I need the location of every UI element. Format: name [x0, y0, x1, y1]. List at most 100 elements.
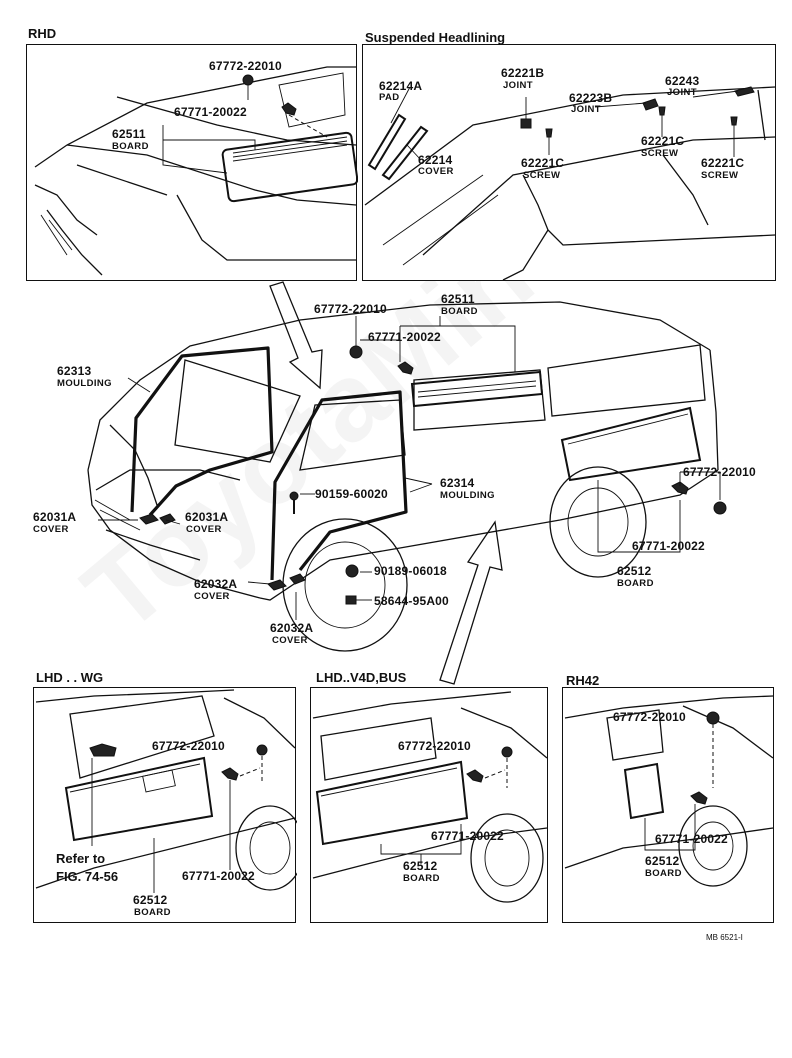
label-67772-22010: 67772-22010 — [683, 465, 756, 479]
clip-part — [713, 501, 727, 515]
rh42-illustration — [564, 695, 774, 887]
joint-part — [642, 98, 659, 111]
label-67771-20022: 67771-20022 — [431, 829, 504, 843]
label-62243: 62243 — [665, 74, 700, 88]
label-cover: COVER — [33, 524, 69, 535]
label-62214A: 62214A — [379, 79, 423, 93]
label-67771-20022: 67771-20022 — [174, 105, 247, 119]
clip-part — [466, 769, 484, 783]
rh42-title: RH42 — [566, 673, 600, 688]
joint-part — [734, 86, 755, 97]
label-board: BOARD — [441, 306, 478, 317]
arrow-to-lhd — [439, 520, 503, 685]
cover-part — [289, 573, 306, 585]
clip-part — [501, 746, 513, 758]
clip-part — [671, 481, 689, 495]
label-62511: 62511 — [112, 127, 146, 141]
lhd-wg-panel: 67772-22010 Refer to FIG. 74-56 67771-20… — [33, 687, 297, 923]
label-67772-22010: 67772-22010 — [209, 59, 282, 73]
rhd-illustration — [34, 66, 358, 276]
lhd-wg-illustration — [35, 689, 297, 893]
label-board: BOARD — [645, 868, 682, 879]
screw-part — [545, 128, 553, 138]
cover-part — [159, 513, 176, 525]
label-62214: 62214 — [418, 153, 453, 167]
label-67772-22010: 67772-22010 — [152, 739, 225, 753]
label-67771-20022: 67771-20022 — [632, 539, 705, 553]
label-fig-74-56: FIG. 74-56 — [56, 869, 119, 884]
clip-part — [349, 345, 363, 359]
label-joint: JOINT — [571, 104, 601, 115]
label-joint: JOINT — [503, 80, 533, 91]
moulding-62313 — [130, 346, 274, 517]
label-62314: 62314 — [440, 476, 475, 490]
screw-part — [289, 491, 299, 501]
label-refer-to: Refer to — [56, 851, 106, 866]
grommet-part — [345, 595, 357, 605]
joint-part — [520, 118, 532, 129]
lhd-v4d-bus-title: LHD..V4D,BUS — [316, 670, 407, 685]
label-58644-95A00: 58644-95A00 — [374, 594, 449, 608]
label-joint: JOINT — [667, 87, 697, 98]
label-67772-22010: 67772-22010 — [613, 710, 686, 724]
clip-part — [706, 711, 720, 725]
label-62512: 62512 — [133, 893, 168, 907]
page-code: MB 6521-I — [706, 933, 743, 942]
label-62512: 62512 — [617, 564, 652, 578]
label-cover: COVER — [418, 166, 454, 177]
screw-part — [345, 564, 359, 578]
clip-part — [690, 791, 708, 805]
label-62031A: 62031A — [185, 510, 229, 524]
clip-part — [242, 74, 254, 86]
label-67772-22010: 67772-22010 — [398, 739, 471, 753]
label-62313: 62313 — [57, 364, 92, 378]
lhd-v4d-bus-illustration — [312, 691, 548, 903]
label-62511: 62511 — [441, 292, 475, 306]
headlining-title: Suspended Headlining — [365, 30, 506, 45]
label-62221C: 62221C — [701, 156, 745, 170]
label-board: BOARD — [134, 907, 171, 918]
rhd-panel: 67772-22010 67771-20022 62511 BOARD — [26, 44, 358, 281]
label-62221C: 62221C — [641, 134, 685, 148]
label-67771-20022: 67771-20022 — [182, 869, 255, 883]
label-cover: COVER — [194, 591, 230, 602]
label-67771-20022: 67771-20022 — [368, 330, 441, 344]
label-board: BOARD — [403, 873, 440, 884]
clip-part — [221, 767, 239, 781]
label-board: BOARD — [112, 141, 149, 152]
cover-part — [139, 513, 159, 525]
label-cover: COVER — [186, 524, 222, 535]
label-cover: COVER — [272, 635, 308, 646]
rh42-panel: 67772-22010 67771-20022 62512 BOARD — [562, 687, 774, 923]
label-moulding: MOULDING — [440, 490, 495, 501]
label-pad: PAD — [379, 92, 400, 103]
screw-part — [658, 106, 666, 116]
arrow-from-rhd — [269, 281, 323, 390]
lhd-wg-title: LHD . . WG — [36, 670, 104, 685]
label-90189-06018: 90189-06018 — [374, 564, 447, 578]
label-62032A: 62032A — [270, 621, 314, 635]
label-62512: 62512 — [403, 859, 438, 873]
label-62221B: 62221B — [501, 66, 545, 80]
label-screw: SCREW — [641, 148, 679, 159]
label-moulding: MOULDING — [57, 378, 112, 389]
clip-part — [256, 744, 268, 756]
lhd-v4d-bus-panel: 67772-22010 67771-20022 62512 BOARD — [310, 687, 548, 923]
label-90159-60020: 90159-60020 — [315, 487, 388, 501]
clip-part — [281, 102, 297, 116]
handle-part — [89, 743, 117, 757]
screw-part — [730, 116, 738, 126]
label-62223B: 62223B — [569, 91, 613, 105]
label-screw: SCREW — [701, 170, 739, 181]
moulding-62314 — [270, 390, 408, 581]
label-67772-22010: 67772-22010 — [314, 302, 387, 316]
rhd-title: RHD — [28, 26, 57, 41]
headlining-illustration — [364, 86, 776, 281]
label-67771-20022: 67771-20022 — [655, 832, 728, 846]
label-board: BOARD — [617, 578, 654, 589]
headlining-panel: 62214A PAD 62214 COVER 62221B JOINT 6222… — [362, 44, 776, 281]
clip-part — [397, 361, 414, 375]
label-62512: 62512 — [645, 854, 680, 868]
label-62221C: 62221C — [521, 156, 565, 170]
